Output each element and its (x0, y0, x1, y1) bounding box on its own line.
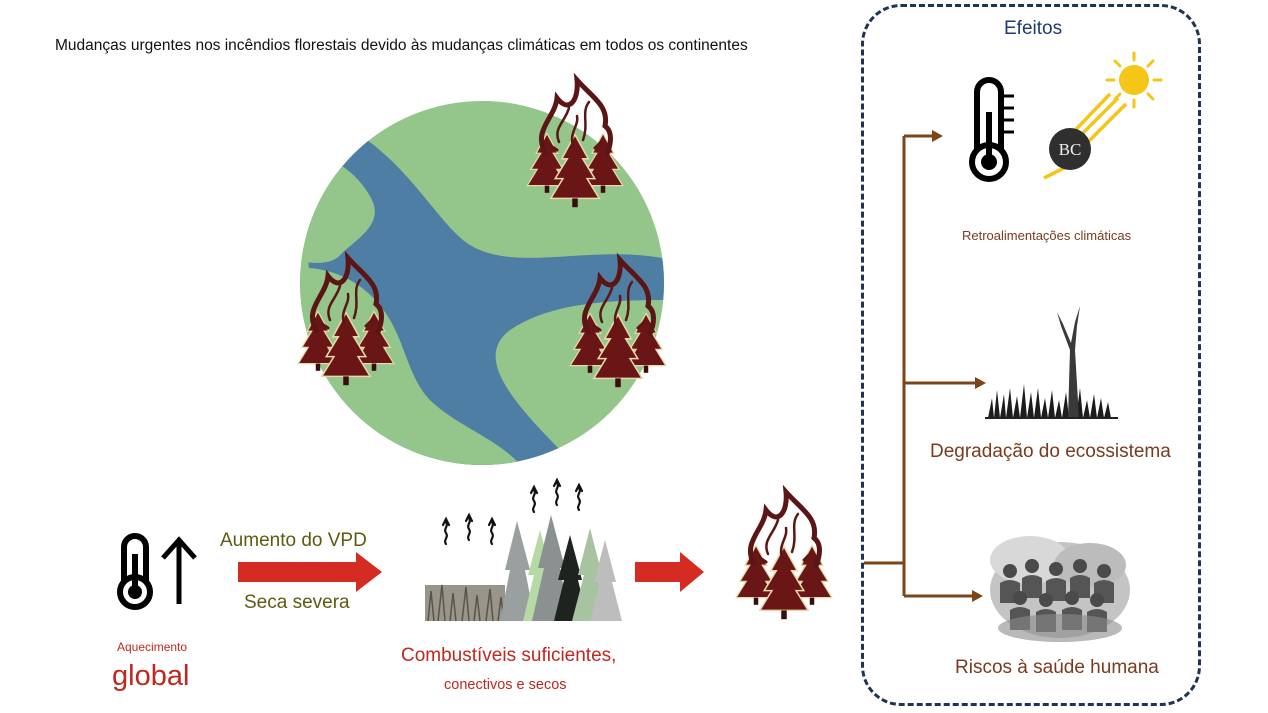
up-arrow-icon (161, 536, 197, 604)
effects-title: Efeitos (1004, 18, 1063, 39)
diagram-title: Mudanças urgentes nos incêndios floresta… (55, 37, 748, 54)
people-smoke-icon (990, 536, 1130, 642)
severe-drought-label: Seca severa (244, 592, 350, 613)
global-warming-label-big: global (112, 660, 190, 692)
black-carbon-icon: BC (1049, 128, 1091, 170)
arrow-to-fire (635, 552, 704, 592)
fuel-label-line1: Combustíveis suficientes, (401, 645, 617, 666)
effects-connector (864, 134, 978, 598)
health-risks-label: Riscos à saúde humana (955, 657, 1159, 678)
global-warming-label-small: Aquecimento (117, 640, 188, 654)
arrow-vpd (238, 552, 382, 592)
vpd-increase-label: Aumento do VPD (220, 530, 367, 551)
ecosystem-degradation-label: Degradação do ecossistema (930, 441, 1171, 462)
thermometer-icon (969, 77, 1014, 182)
black-carbon-label: BC (1059, 140, 1082, 159)
fuel-label-line2: conectivos e secos (444, 677, 567, 693)
thermometer-icon (117, 533, 153, 610)
wildfire-icon (736, 492, 832, 619)
effects-arrowheads (932, 130, 986, 602)
dead-tree-icon (985, 306, 1118, 419)
climate-feedback-label: Retroalimentações climáticas (962, 228, 1132, 243)
effects-panel (861, 4, 1201, 706)
dry-forest-icon (425, 478, 622, 622)
